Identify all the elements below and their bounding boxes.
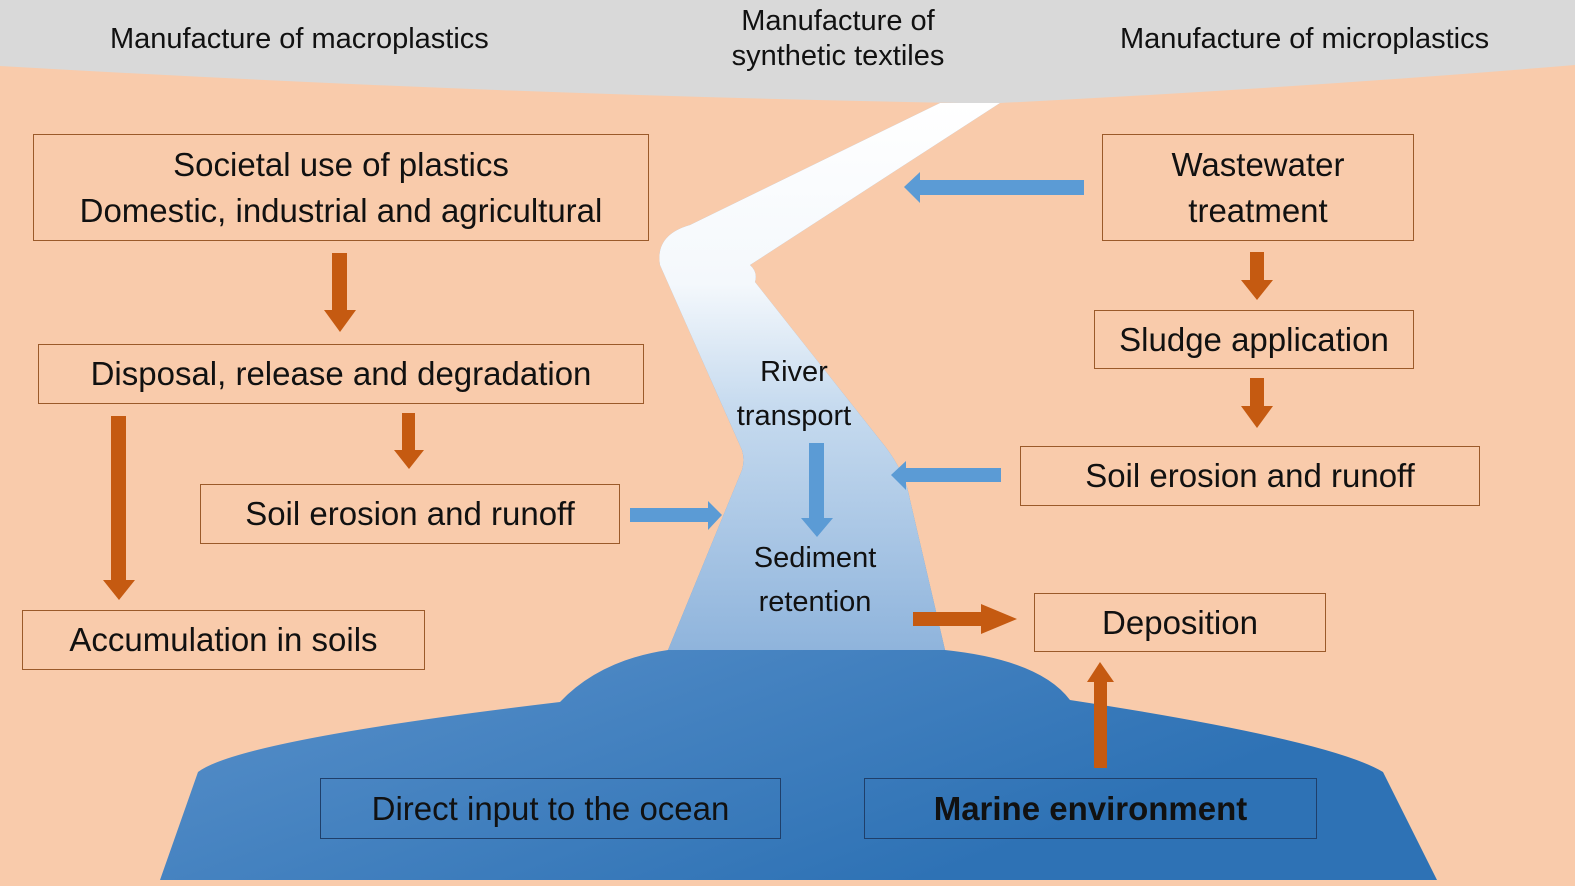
box-societal-line1: Societal use of plastics xyxy=(173,145,509,183)
box-societal-line2: Domestic, industrial and agricultural xyxy=(79,191,603,229)
sky-band xyxy=(0,0,1575,103)
arrow-soil-right-to-river xyxy=(891,461,1001,490)
arrow-sediment-to-deposition xyxy=(913,604,1017,634)
box-soil-erosion-left: Soil erosion and runoff xyxy=(200,484,620,544)
header-textiles-line2: synthetic textiles xyxy=(731,39,945,72)
label-sediment-retention: Sediment retention xyxy=(740,536,890,624)
box-wastewater-line1: Wastewater xyxy=(1171,145,1345,183)
label-sediment-line1: Sediment xyxy=(753,542,877,574)
arrow-wastewater-to-river xyxy=(904,172,1084,203)
label-river-line1: River xyxy=(760,356,828,388)
box-accumulation: Accumulation in soils xyxy=(22,610,425,670)
river xyxy=(659,103,1000,650)
header-microplastics: Manufacture of microplastics xyxy=(1120,23,1490,55)
header-macroplastics: Manufacture of macroplastics xyxy=(110,23,489,55)
arrow-disposal-to-accumulation xyxy=(103,416,135,600)
box-marine-environment: Marine environment xyxy=(864,778,1317,839)
box-soil-erosion-right: Soil erosion and runoff xyxy=(1020,446,1480,506)
label-sediment-line2: retention xyxy=(758,586,872,619)
header-textiles: Manufacture of synthetic textiles xyxy=(700,4,976,74)
arrow-disposal-to-soil-left xyxy=(394,413,424,469)
header-textiles-line1: Manufacture of xyxy=(741,5,935,37)
box-direct-input: Direct input to the ocean xyxy=(320,778,781,839)
box-deposition: Deposition xyxy=(1034,593,1326,652)
box-disposal: Disposal, release and degradation xyxy=(38,344,644,404)
arrow-wastewater-to-sludge xyxy=(1241,252,1273,300)
arrow-soil-left-to-river xyxy=(630,501,722,530)
box-wastewater-line2: treatment xyxy=(1188,191,1328,229)
box-societal-use: Societal use of plastics Domestic, indus… xyxy=(33,134,649,241)
box-sludge: Sludge application xyxy=(1094,310,1414,369)
arrow-sludge-to-soil-right xyxy=(1241,378,1273,428)
arrow-societal-to-disposal xyxy=(324,253,356,332)
arrow-marine-to-deposition xyxy=(1087,662,1114,768)
arrow-transport-to-sediment xyxy=(801,443,833,537)
box-wastewater: Wastewater treatment xyxy=(1102,134,1414,241)
label-river-transport: River transport xyxy=(724,350,864,438)
label-river-line2: transport xyxy=(736,400,852,433)
